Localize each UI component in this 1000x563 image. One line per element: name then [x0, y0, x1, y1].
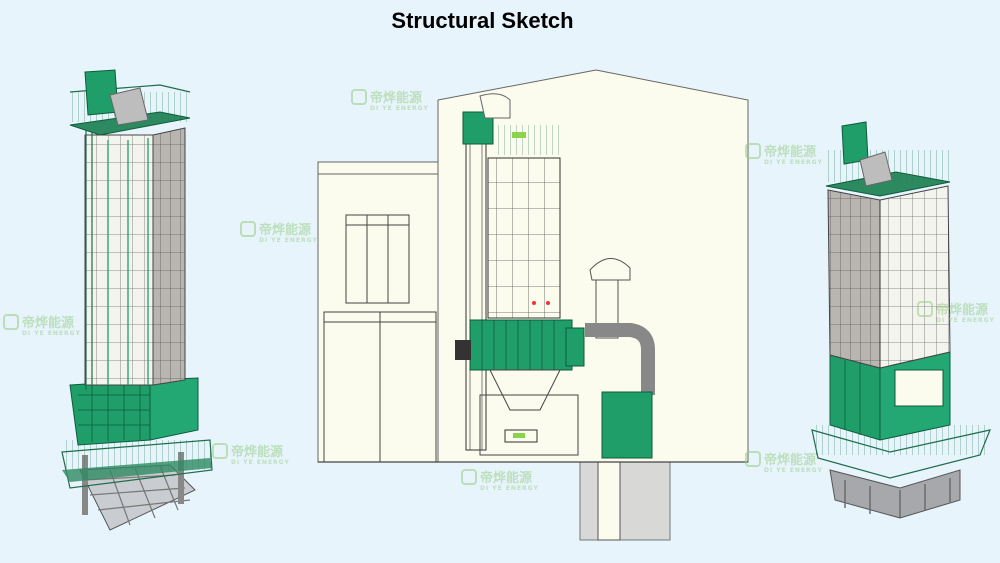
watermark-8: 帝烨能源 DI YE ENERGY	[745, 451, 823, 474]
svg-text:DI YE ENERGY: DI YE ENERGY	[22, 330, 81, 337]
svg-text:帝烨能源: 帝烨能源	[370, 90, 422, 106]
svg-text:DI YE ENERGY: DI YE ENERGY	[764, 467, 823, 474]
right-top-platform	[825, 121, 951, 197]
left-lower-platform	[61, 439, 213, 489]
svg-text:帝烨能源: 帝烨能源	[259, 222, 311, 238]
right-base-frame	[829, 469, 961, 519]
hopper-cone	[489, 369, 561, 411]
watermark-4: 帝烨能源 DI YE ENERGY	[212, 443, 290, 466]
watermark-1: 帝烨能源 DI YE ENERGY	[351, 89, 429, 112]
elevator-column	[465, 139, 487, 451]
left-green-hopper	[69, 377, 199, 446]
front-section-view	[317, 69, 749, 541]
watermark-2: 帝烨能源 DI YE ENERGY	[240, 221, 318, 244]
svg-text:DI YE ENERGY: DI YE ENERGY	[480, 485, 539, 492]
svg-text:帝烨能源: 帝烨能源	[22, 315, 74, 331]
right-green-section	[829, 351, 951, 441]
svg-text:DI YE ENERGY: DI YE ENERGY	[259, 237, 318, 244]
left-tower-body	[84, 127, 186, 390]
underground-pit	[579, 461, 671, 541]
svg-text:帝烨能源: 帝烨能源	[764, 452, 816, 468]
svg-text:帝烨能源: 帝烨能源	[764, 144, 816, 160]
furnace-duct	[585, 258, 655, 459]
svg-text:帝烨能源: 帝烨能源	[480, 470, 532, 486]
left-top-platform	[69, 69, 191, 136]
left-isometric-view	[61, 69, 213, 531]
top-cyclone	[479, 93, 511, 119]
svg-text:DI YE ENERGY: DI YE ENERGY	[370, 105, 429, 112]
watermark-3: 帝烨能源 DI YE ENERGY	[3, 314, 81, 337]
watermark-7: 帝烨能源 DI YE ENERGY	[917, 301, 995, 324]
svg-text:帝烨能源: 帝烨能源	[936, 302, 988, 318]
svg-text:DI YE ENERGY: DI YE ENERGY	[764, 159, 823, 166]
watermark-5: 帝烨能源 DI YE ENERGY	[461, 469, 539, 492]
svg-text:DI YE ENERGY: DI YE ENERGY	[231, 459, 290, 466]
right-tower-body	[827, 185, 951, 369]
page-title: Structural Sketch	[391, 8, 574, 33]
furnace	[601, 391, 653, 459]
dryer-tower	[487, 157, 561, 319]
hot-air-chamber	[455, 301, 585, 371]
svg-text:DI YE ENERGY: DI YE ENERGY	[936, 317, 995, 324]
right-isometric-view	[811, 121, 991, 519]
watermark-6: 帝烨能源 DI YE ENERGY	[745, 143, 823, 166]
svg-text:帝烨能源: 帝烨能源	[231, 444, 283, 460]
annex-window	[345, 214, 410, 304]
